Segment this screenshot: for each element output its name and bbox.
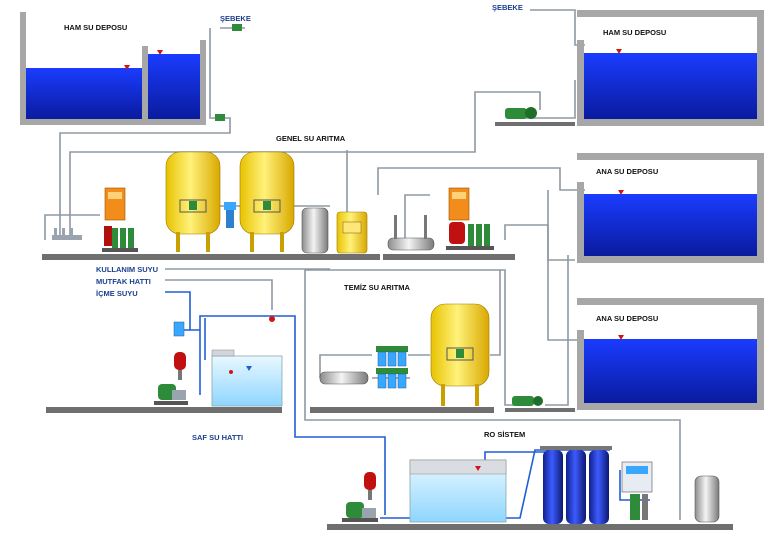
pump-icon xyxy=(495,107,575,126)
genel-su-aritma-label: GENEL SU ARITMA xyxy=(276,134,346,143)
ro-membrane-columns-icon xyxy=(540,446,612,524)
raw-water-tank-right: HAM SU DEPOSU xyxy=(577,10,764,126)
brine-tank-icon xyxy=(301,207,329,254)
carbon-filter-tank-icon xyxy=(430,303,490,406)
valve-icon xyxy=(224,202,236,228)
ham-su-deposu-1-label: HAM SU DEPOSU xyxy=(64,23,127,32)
ro-control-panel-icon xyxy=(621,461,653,520)
sand-filter-tank-1-icon xyxy=(165,151,221,252)
inlet-valve-icon xyxy=(215,24,242,121)
mutfak-hatti-label: MUTFAK HATTI xyxy=(96,277,151,286)
manifold-icon xyxy=(52,228,82,240)
main-water-tank-1: ANA SU DEPOSU xyxy=(577,153,764,263)
pure-water-tank xyxy=(409,459,507,523)
raw-water-tank-left: HAM SU DEPOSU xyxy=(20,12,206,125)
uv-unit-icon xyxy=(387,215,435,251)
ro-sistem-label: RO SİSTEM xyxy=(484,430,525,439)
storage-vessel-icon xyxy=(694,475,720,523)
sebeke-1-label: ŞEBEKE xyxy=(220,14,251,23)
filter-bank-icon xyxy=(376,346,408,389)
kullanim-suyu-label: KULLANIM SUYU xyxy=(96,265,158,274)
sebeke-2-label: ŞEBEKE xyxy=(492,3,523,12)
ham-su-deposu-2-label: HAM SU DEPOSU xyxy=(603,28,666,37)
softener-tank-icon xyxy=(336,211,368,254)
uv-sterilizer-icon xyxy=(319,371,369,385)
cartridge-filter-icon xyxy=(173,321,185,337)
booster-pump-set-icon xyxy=(102,187,138,252)
drinking-water-tank xyxy=(211,349,283,407)
saf-su-hatti-label: SAF SU HATTI xyxy=(192,433,243,442)
transfer-pump-icon xyxy=(505,396,575,412)
ro-pump-icon xyxy=(342,472,378,522)
icme-suyu-label: İÇME SUYU xyxy=(96,289,138,298)
ana-su-deposu-1-label: ANA SU DEPOSU xyxy=(596,167,658,176)
temiz-su-aritma-label: TEMİZ SU ARITMA xyxy=(344,283,411,292)
booster-pump-set-2-icon xyxy=(446,187,494,250)
sand-filter-tank-2-icon xyxy=(239,151,295,252)
main-water-tank-2: ANA SU DEPOSU xyxy=(577,298,764,410)
drinking-water-pump-icon xyxy=(154,352,188,405)
ana-su-deposu-2-label: ANA SU DEPOSU xyxy=(596,314,658,323)
valve-indicator-icon xyxy=(269,316,275,322)
